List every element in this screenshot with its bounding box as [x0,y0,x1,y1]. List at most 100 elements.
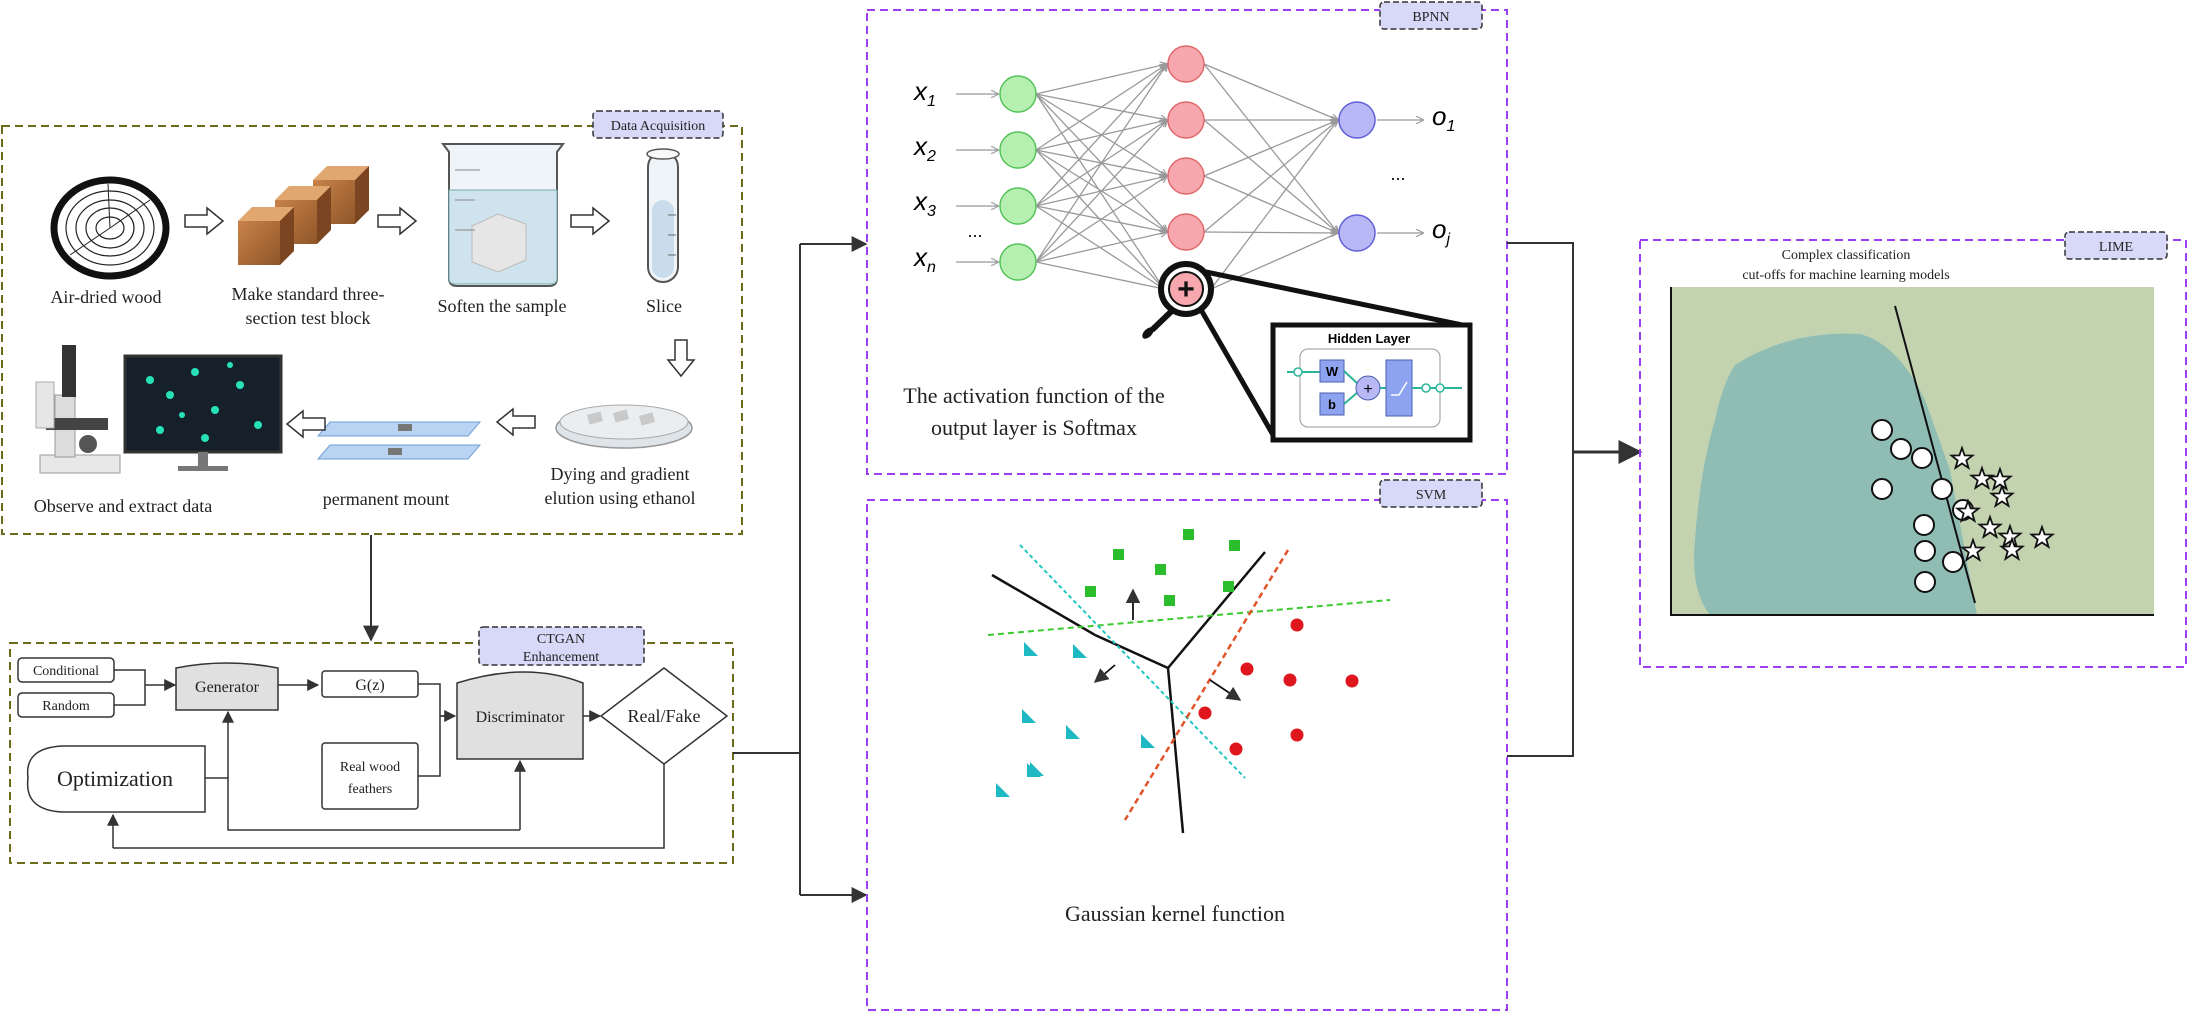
network-edges [956,63,1423,290]
network-edge [1035,149,1165,290]
optimization-box [26,745,206,813]
network-edge [1035,120,1167,263]
network-edge [1203,232,1338,233]
step-dying-line1: Dying and gradient [551,464,690,484]
output-labels: o1 oj [1432,101,1455,248]
lime-panel: LIME Complex classification cut-offs for… [1639,231,2187,668]
discriminator-box [456,671,584,760]
network-edge [1210,119,1339,290]
hidden-node [1167,101,1205,139]
flow-arrow-left-icon [495,407,536,437]
beaker-icon [441,143,565,287]
flow-arrow-down-icon [666,339,696,378]
network-edge [1203,63,1338,120]
star-point [1988,483,2016,509]
network-edge [1035,93,1165,290]
generator-box [175,662,279,711]
network-edge [1203,120,1338,233]
network-edge [1035,232,1167,263]
star-point [1968,465,1996,491]
network-edge [1203,175,1338,233]
network-edge [1035,176,1167,263]
flow-arrow-left-icon [285,409,326,439]
real-wood-line1: Real wood [340,760,400,775]
weight-label: W [1326,364,1339,379]
network-edge [1035,64,1167,207]
star-point [1986,466,2014,492]
optimization-label: Optimization [57,766,173,791]
output-label-o1: o1 [1432,101,1455,135]
ctgan-tag [478,626,645,666]
network-edge [1210,232,1339,290]
data-acquisition-tag-label: Data Acquisition [611,119,706,134]
step-make-block-line1: Make standard three- [232,284,385,304]
wood-log-icon [50,176,170,280]
input-labels: x1 x2 x3 xn [912,76,936,276]
ctgan-tag-line2: Enhancement [523,650,599,665]
hidden-node [1167,157,1205,195]
step-permanent-mount: permanent mount [323,489,449,509]
bias-label: b [1328,397,1336,412]
svm-tag-label: SVM [1416,488,1447,503]
input-label-xn: xn [912,242,936,276]
input-label-x1: x1 [912,76,936,110]
flow-arrow-icon [184,206,225,236]
data-acquisition-panel: Data Acquisition Air-dried wood Make sta… [1,110,743,535]
step-observe: Observe and extract data [34,496,212,516]
plus-icon: + [1177,273,1195,306]
real-wood-box [321,742,419,810]
step-air-dried-wood: Air-dried wood [50,287,161,307]
random-label: Random [42,699,90,714]
ctgan-panel: CTGAN Enhancement Conditional Random Gen… [9,626,734,864]
hidden-node [1167,45,1205,83]
star-point [2028,524,2056,550]
gz-label: G(z) [355,677,384,694]
step-make-block-line2: section test block [246,308,371,328]
monitor-icon [123,354,283,471]
hidden-layer-label: Hidden Layer [1328,331,1410,346]
output-label-oj: oj [1432,214,1450,248]
bpnn-tag [1379,1,1483,30]
star-point [1998,536,2026,562]
real-fake-label: Real/Fake [628,706,701,726]
input-node [999,243,1037,281]
star-point [1996,523,2024,549]
glass-slides-icon [316,421,482,460]
data-acquisition-border [1,125,743,535]
network-nodes [999,45,1376,281]
input-label-x2: x2 [912,131,936,165]
svm-illustration [987,529,1391,834]
output-node [1338,214,1376,252]
bpnn-panel: BPNN x1 x2 x3 xn ... ... o1 oj + Hid [866,1,1508,475]
lime-plot [1670,287,2154,616]
network-edge [1203,120,1338,177]
real-wood-line2: feathers [348,782,392,797]
step-soften-sample: Soften the sample [438,296,567,316]
svm-caption: Gaussian kernel function [1065,901,1285,926]
network-edge [1035,64,1167,151]
network-edge [1035,261,1165,290]
star-point [1954,498,1982,524]
svm-tag [1379,479,1483,508]
star-point [1976,514,2004,540]
sum-node-magnifier: + [1142,261,1473,442]
lime-border [1639,239,2187,668]
ctgan-tag-line1: CTGAN [537,632,585,647]
flow-arrow-icon [377,206,418,236]
conditional-label: Conditional [33,664,99,679]
petri-dish-icon [555,404,693,449]
lime-tag-label: LIME [2099,240,2133,255]
lime-title-line2: cut-offs for machine learning models [1742,268,1949,283]
bpnn-caption-line2: output layer is Softmax [931,415,1137,440]
input-ellipsis: ... [967,221,982,241]
network-edge [1035,64,1167,263]
input-node [999,187,1037,225]
data-acquisition-tag [592,110,724,139]
lime-tag [2064,231,2168,260]
star-point [1959,537,1987,563]
microscope-icon [35,345,121,474]
step-dying-line2: elution using ethanol [545,488,696,508]
wood-blocks-icon [238,166,369,265]
svg-text:+: + [1363,381,1372,398]
